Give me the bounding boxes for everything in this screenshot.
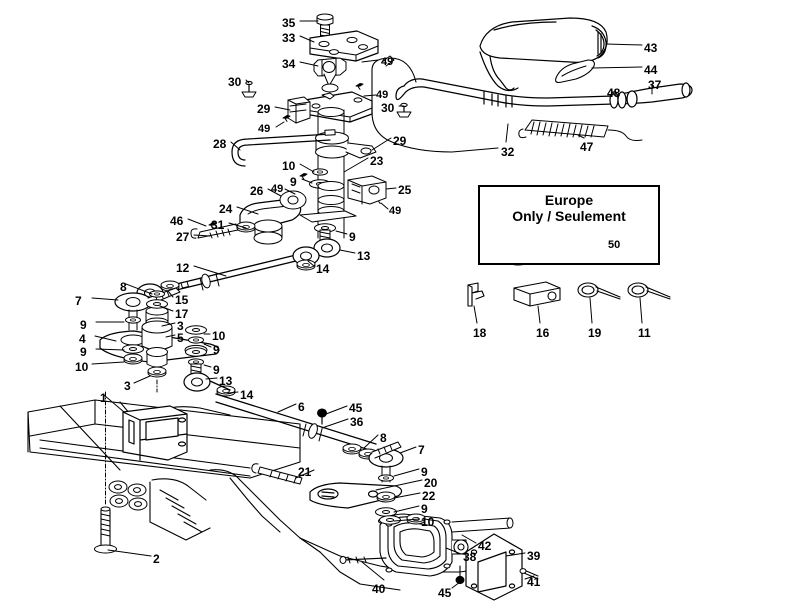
part-callout-35: 35 — [282, 16, 296, 30]
part-callout-33: 33 — [282, 31, 296, 45]
part-callout-42: 42 — [478, 539, 492, 553]
part-callout-9: 9 — [421, 465, 428, 479]
europe-box-title: Europe Only / Seulement — [480, 192, 658, 224]
part-callout-39: 39 — [527, 549, 541, 563]
part-callout-9: 9 — [421, 502, 428, 516]
part-callout-2: 2 — [153, 552, 160, 566]
part-callout-34: 34 — [282, 57, 296, 71]
part-callout-3: 3 — [177, 319, 184, 333]
part-callout-50: 50 — [608, 239, 621, 251]
part-callout-10: 10 — [282, 159, 296, 173]
part-callout-17: 17 — [175, 307, 189, 321]
part-callout-9: 9 — [213, 343, 220, 357]
part-callout-45: 45 — [349, 401, 363, 415]
part-callout-5: 5 — [177, 331, 184, 345]
europe-box-title-line1: Europe — [544, 192, 594, 208]
part-callout-14: 14 — [240, 388, 254, 402]
part-callout-4: 4 — [79, 332, 86, 346]
part-callout-25: 25 — [398, 183, 412, 197]
part-callout-9: 9 — [80, 345, 87, 359]
part-callout-49: 49 — [381, 56, 394, 68]
part-callout-16: 16 — [536, 326, 550, 340]
part-callout-19: 19 — [588, 326, 602, 340]
part-callout-11: 11 — [638, 326, 651, 340]
part-callout-13: 13 — [357, 249, 371, 263]
part-callout-41: 41 — [527, 575, 541, 589]
part-callout-48: 48 — [607, 86, 621, 100]
part-callout-49: 49 — [258, 123, 271, 135]
part-callout-28: 28 — [213, 137, 227, 151]
part-callout-20: 20 — [424, 476, 438, 490]
part-callout-9: 9 — [213, 363, 220, 377]
part-callout-9: 9 — [349, 230, 356, 244]
part-callout-49: 49 — [376, 89, 389, 101]
part-callout-12: 12 — [176, 261, 190, 275]
part-callout-30: 30 — [381, 101, 395, 115]
part-callout-7: 7 — [75, 294, 82, 308]
part-callout-30: 30 — [228, 75, 242, 89]
part-callout-37: 37 — [648, 78, 662, 92]
part-callout-29: 29 — [257, 102, 271, 116]
part-callout-40: 40 — [372, 582, 386, 596]
part-callout-1: 1 — [100, 391, 107, 405]
part-callout-27: 27 — [176, 230, 190, 244]
part-callout-24: 24 — [219, 202, 233, 216]
part-callout-47: 47 — [580, 140, 594, 154]
part-callout-32: 32 — [501, 145, 515, 159]
part-callout-43: 43 — [644, 41, 658, 55]
part-callout-21: 21 — [298, 465, 312, 479]
part-callout-29: 29 — [393, 134, 407, 148]
part-callout-10: 10 — [212, 329, 226, 343]
part-callout-8: 8 — [120, 280, 127, 294]
part-callout-45: 45 — [438, 586, 452, 600]
europe-box-title-line2: Only / Seulement — [512, 207, 626, 224]
europe-only-box: Europe Only / Seulement — [478, 185, 660, 265]
part-callout-38: 38 — [463, 550, 477, 564]
part-callout-46: 46 — [170, 214, 184, 228]
part-callout-15: 15 — [175, 293, 189, 307]
part-callout-49: 49 — [389, 205, 402, 217]
part-callout-8: 8 — [380, 431, 387, 445]
part-callout-9: 9 — [80, 318, 87, 332]
part-callout-7: 7 — [418, 443, 425, 457]
part-callout-36: 36 — [350, 415, 364, 429]
part-callout-22: 22 — [422, 489, 436, 503]
part-callout-3: 3 — [124, 379, 131, 393]
part-callout-23: 23 — [370, 154, 384, 168]
part-callout-18: 18 — [473, 326, 487, 340]
part-callout-44: 44 — [644, 63, 658, 77]
part-callout-49: 49 — [271, 183, 284, 195]
part-callout-10: 10 — [421, 515, 435, 529]
part-callout-31: 31 — [211, 218, 225, 232]
part-callout-9: 9 — [290, 175, 297, 189]
part-callout-14: 14 — [316, 262, 330, 276]
part-callout-26: 26 — [250, 184, 264, 198]
part-callout-6: 6 — [298, 400, 305, 414]
part-callout-10: 10 — [75, 360, 89, 374]
part-callout-13: 13 — [219, 374, 233, 388]
